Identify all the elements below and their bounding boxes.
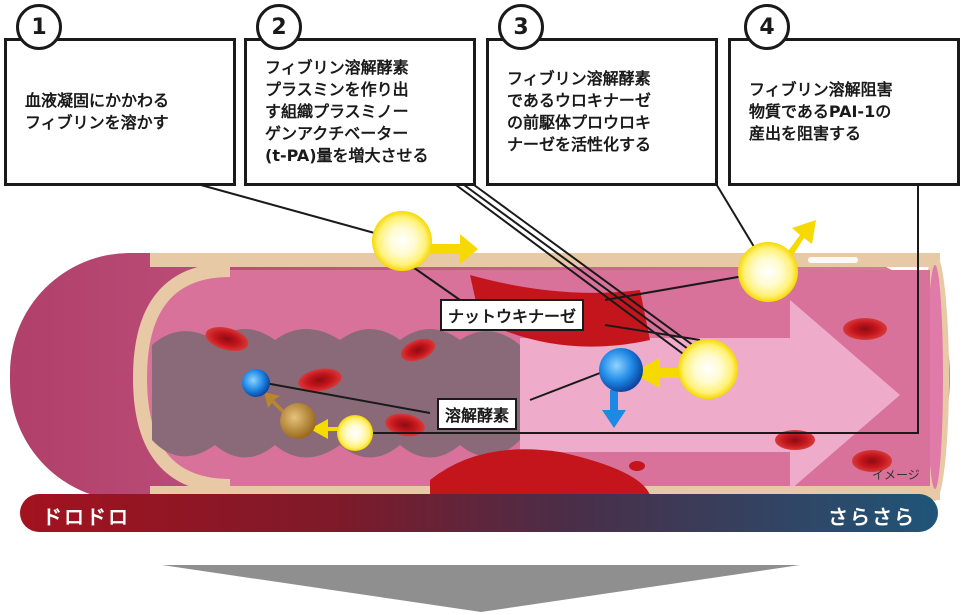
enzyme-blue-small bbox=[242, 369, 270, 397]
blue-arrow bbox=[602, 390, 626, 428]
callout-1-text: 血液凝固にかかわる フィブリンを溶かす bbox=[25, 91, 170, 132]
callout-4: フィブリン溶解阻害 物質であるPAI-1の 産出を阻害する bbox=[728, 38, 960, 186]
callout-2-text: フィブリン溶解酵素 プラスミンを作り出 す組織プラスミノー ゲンアクチベーター … bbox=[265, 58, 429, 165]
red-blood-cell bbox=[205, 326, 249, 352]
bar-left-label: ドロドロ bbox=[42, 505, 130, 529]
callout-3-number: 3 bbox=[498, 4, 544, 50]
callout-2: フィブリン溶解酵素 プラスミンを作り出 す組織プラスミノー ゲンアクチベーター … bbox=[244, 38, 476, 186]
nattokinase-particle bbox=[738, 242, 798, 302]
enzyme-blue bbox=[599, 348, 643, 392]
callout-3: フィブリン溶解酵素 であるウロキナーゼ の前駆体プロウロキ ナーゼを活性化する bbox=[486, 38, 718, 186]
red-blood-cell bbox=[843, 318, 887, 340]
enzyme-brown bbox=[280, 403, 316, 439]
callout-4-number: 4 bbox=[744, 4, 790, 50]
nattokinase-particle bbox=[372, 211, 432, 271]
leader-lines bbox=[189, 181, 919, 434]
callout-4-text: フィブリン溶解阻害 物質であるPAI-1の 産出を阻害する bbox=[749, 80, 893, 143]
down-arrow bbox=[162, 565, 800, 612]
clot bbox=[152, 329, 520, 458]
enzyme-label: 溶解酵素 bbox=[437, 398, 518, 430]
bar-right-label: さらさら bbox=[828, 505, 916, 529]
viscosity-bar: ドロドロ さらさら bbox=[20, 494, 938, 532]
callout-3-text: フィブリン溶解酵素 であるウロキナーゼ の前駆体プロウロキ ナーゼを活性化する bbox=[507, 69, 652, 154]
nattokinase-particle bbox=[678, 339, 738, 399]
red-blood-cell bbox=[852, 450, 892, 472]
nattokinase-particle bbox=[337, 415, 373, 451]
red-blood-cell bbox=[385, 413, 425, 437]
callout-1: 血液凝固にかかわる フィブリンを溶かす bbox=[4, 38, 236, 186]
red-blood-cell bbox=[400, 338, 436, 362]
nattokinase-label: ナットウキナーゼ bbox=[440, 299, 585, 331]
callout-1-number: 1 bbox=[16, 4, 62, 50]
red-blood-cell bbox=[775, 430, 815, 450]
callout-2-number: 2 bbox=[256, 4, 302, 50]
red-blood-cell bbox=[298, 368, 342, 392]
brown-arrow bbox=[264, 392, 286, 415]
image-note: イメージ bbox=[872, 468, 920, 482]
